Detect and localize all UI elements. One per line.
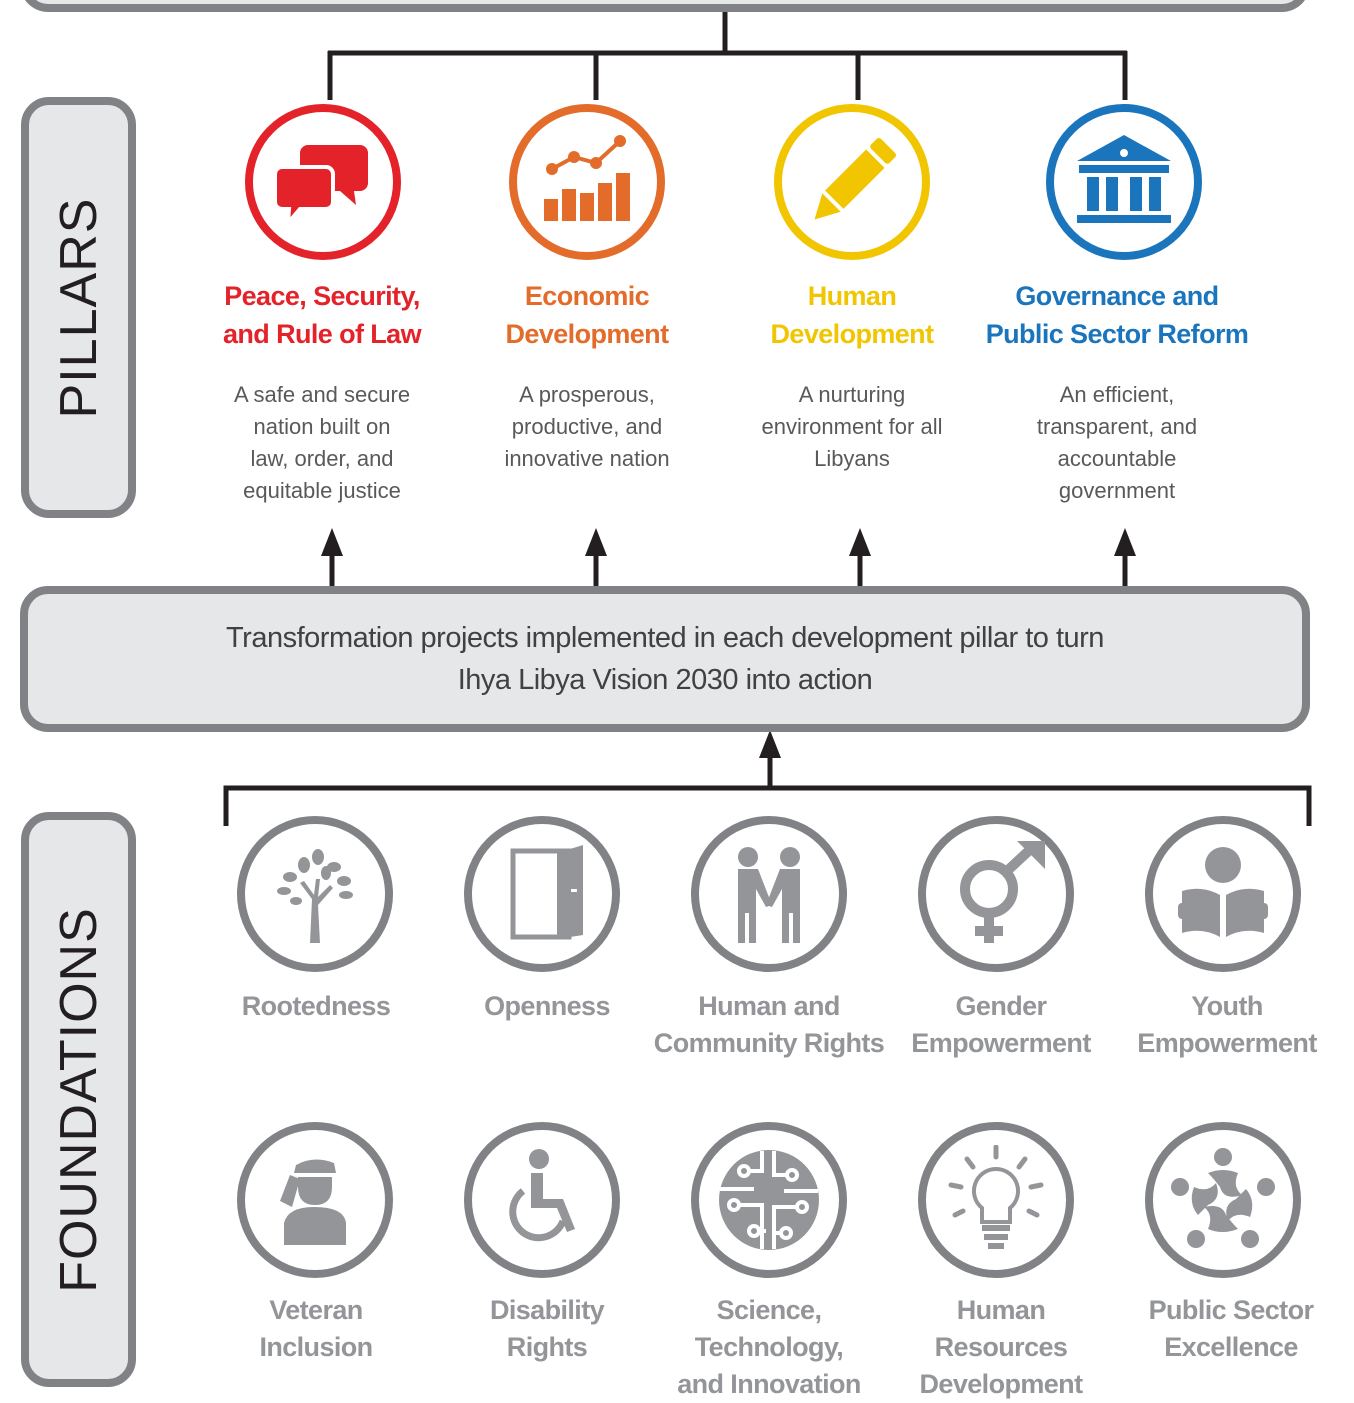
open-door-icon <box>464 816 620 972</box>
arrow-up-icon <box>321 528 343 556</box>
transformation-text: Transformation projects implemented in e… <box>226 622 1104 696</box>
foundation-label-science-technology-innovation: Science,Technology,and Innovation <box>677 1295 861 1399</box>
arrow-up-icon <box>759 730 781 758</box>
pillars-side-box: PILLARS <box>21 97 136 518</box>
arrow-up-icon <box>849 528 871 556</box>
government-building-icon <box>1046 104 1202 260</box>
arrow-up-icon <box>585 528 607 556</box>
pencil-icon <box>774 104 930 260</box>
foundations-side-box: FOUNDATIONS <box>21 812 136 1387</box>
reading-youth-icon <box>1145 816 1301 972</box>
growth-chart-icon <box>509 104 665 260</box>
foundations-bracket <box>223 785 1312 826</box>
pillars-label: PILLARS <box>49 197 108 418</box>
gender-symbol-icon <box>918 816 1074 972</box>
foundation-label-openness: Openness <box>484 991 610 1021</box>
transformation-box: Transformation projects implemented in e… <box>20 586 1310 732</box>
wheelchair-icon <box>464 1122 620 1278</box>
saluting-soldier-icon <box>237 1122 393 1278</box>
lightbulb-icon <box>918 1122 1074 1278</box>
pillar-title-peace: Peace, Security,and Rule of Law <box>222 281 422 349</box>
vision-box-edge <box>20 0 1310 12</box>
handshake-icon <box>691 816 847 972</box>
tree-icon <box>237 816 393 972</box>
foundations-label: FOUNDATIONS <box>49 906 108 1293</box>
people-circle-icon <box>1145 1122 1301 1278</box>
speech-bubbles-icon <box>245 104 401 260</box>
foundation-label-rootedness: Rootedness <box>241 991 391 1021</box>
circuit-icon <box>691 1122 847 1278</box>
arrow-up-icon <box>1114 528 1136 556</box>
